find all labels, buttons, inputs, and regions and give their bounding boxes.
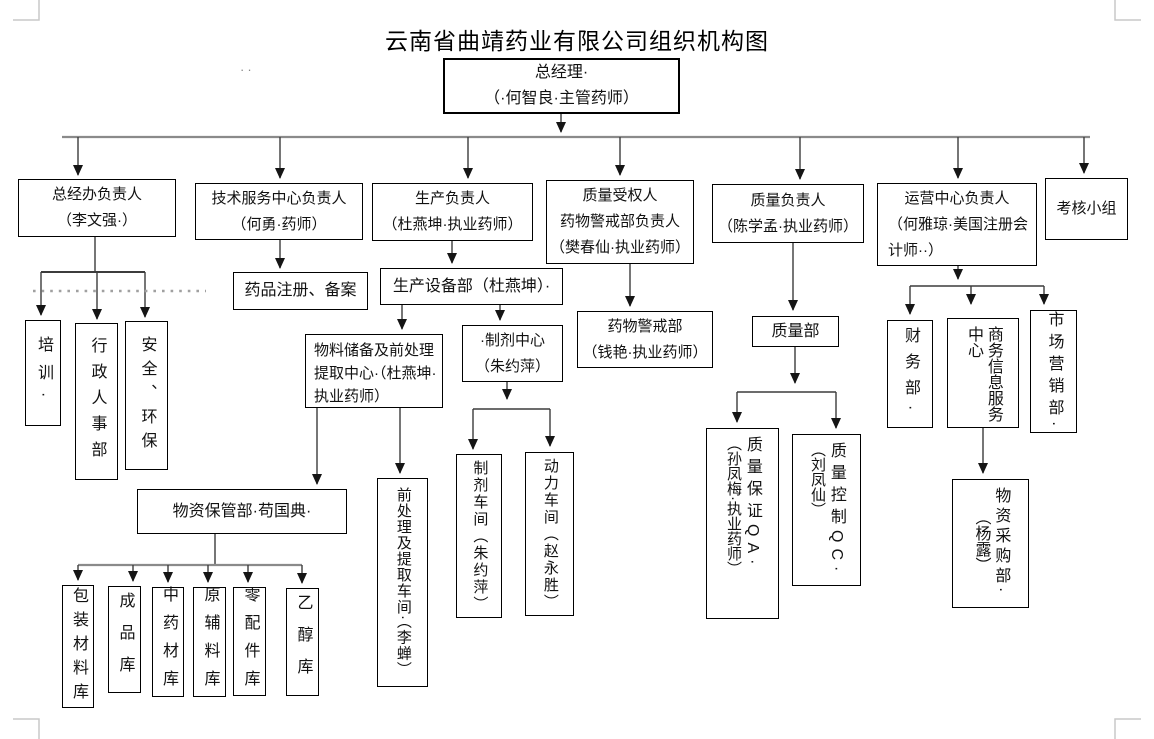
box-production-equipment-dept-label: 生产设备部（杜燕坤）· — [392, 277, 551, 295]
box-operations-head: 运营中心负责人 （何雅琼·美国注册会 计师··） — [877, 183, 1037, 266]
box-drug-registration: 药品注册、备案 — [233, 272, 368, 310]
box-material-custody-dept: 物资保管部·苟国典· — [137, 489, 347, 534]
box-quality-authorized-person: 质量受权人 药物警戒部负责人 （樊春仙·执业药师） — [546, 180, 694, 264]
box-assessment-team-label: 考核小组 — [1056, 200, 1117, 217]
box-qc-person: （刘凤仙） — [808, 442, 826, 517]
box-quality-dept-label: 质量部 — [771, 322, 820, 340]
box-preparation-workshop-label: 制剂车间（朱约萍） — [471, 459, 489, 613]
box-admin-hr-dept: 行政人事部 — [75, 323, 118, 480]
box-admin-office-head-person: （李文强·） — [57, 212, 137, 229]
box-safety-environment: 安全、环保 — [125, 321, 168, 470]
box-training: 培训· — [25, 320, 61, 426]
box-quality-authorized-title: 质量受权人 — [582, 187, 658, 204]
box-material-purchasing-dept: 物资采购部· （杨露） — [952, 479, 1029, 608]
box-qa: 质量保证QA· （孙凤梅·执业药师） — [706, 428, 779, 619]
box-finished-goods-warehouse: 成品库 — [108, 586, 141, 693]
box-tech-service-head: 技术服务中心负责人 （何勇·药师） — [195, 183, 363, 240]
box-qa-person: （孙凤梅·执业药师） — [724, 436, 742, 576]
decor-dots: ·· — [240, 62, 255, 77]
box-finance-dept: 财务部· — [887, 320, 933, 428]
box-material-storage-pretreatment-center: 物料储备及前处理 提取中心·（杜燕坤· 执业药师） — [305, 334, 443, 408]
box-quality-authorized-person-name: （樊春仙·执业药师） — [550, 239, 690, 256]
box-tech-service-head-title: 技术服务中心负责人 — [211, 189, 347, 207]
box-material-purchasing-dept-person: （杨露） — [972, 509, 990, 573]
box-operations-head-title: 运营中心负责人 — [904, 189, 1010, 207]
box-quality-authorized-subtitle: 药物警戒部负责人 — [559, 213, 680, 230]
box-chinese-herbs-warehouse-label: 中药材库 — [159, 586, 177, 698]
box-quality-head-person: （陈学孟·执业药师） — [718, 217, 858, 235]
box-material-purchasing-dept-title: 物资采购部· — [992, 487, 1010, 597]
box-preparation-center: ·制剂中心 （朱约萍） — [462, 325, 563, 382]
box-finished-goods-warehouse-label: 成品库 — [116, 591, 134, 688]
box-general-manager: 总经理· （·何智良·主管药师） — [443, 58, 680, 114]
box-material-storage-line1: 物料储备及前处理 — [314, 342, 435, 359]
box-pharmacovigilance-dept-person: （钱艳·执业药师） — [582, 343, 708, 361]
box-safety-environment-label: 安全、环保 — [138, 335, 156, 456]
box-tech-service-head-person: （何勇·药师） — [231, 215, 327, 233]
box-power-workshop: 动力车间（赵永胜） — [525, 452, 574, 616]
box-pretreatment-extraction-workshop: 前处理及提取车间·（李蝉） — [377, 478, 428, 687]
box-pharmacovigilance-dept: 药物警戒部 （钱艳·执业药师） — [577, 311, 713, 368]
box-production-head: 生产负责人 （杜燕坤·执业药师） — [372, 183, 533, 241]
box-drug-registration-label: 药品注册、备案 — [244, 282, 357, 299]
box-quality-head: 质量负责人 （陈学孟·执业药师） — [712, 184, 864, 243]
box-operations-head-person2: 计师··） — [888, 241, 943, 259]
box-production-head-person: （杜燕坤·执业药师） — [382, 216, 523, 233]
box-admin-office-head-title: 总经办负责人 — [51, 186, 142, 203]
box-business-info-service-title2: 中心 — [965, 326, 982, 358]
box-general-manager-person: （·何智良·主管药师） — [484, 90, 639, 107]
box-training-label: 培训· — [34, 336, 52, 410]
box-material-custody-dept-label: 物资保管部·苟国典· — [172, 502, 312, 520]
org-chart-title: 云南省曲靖药业有限公司组织机构图 — [385, 28, 769, 54]
box-quality-dept: 质量部 — [752, 316, 839, 347]
box-pretreatment-extraction-workshop-label: 前处理及提取车间·（李蝉） — [394, 487, 412, 678]
box-pharmacovigilance-dept-title: 药物警戒部 — [607, 317, 683, 335]
box-production-equipment-dept: 生产设备部（杜燕坤）· — [380, 268, 563, 305]
box-chinese-herbs-warehouse: 中药材库 — [152, 586, 184, 698]
box-raw-auxiliary-warehouse: 原辅料库 — [193, 586, 226, 698]
box-preparation-workshop: 制剂车间（朱约萍） — [456, 454, 502, 618]
box-assessment-team: 考核小组 — [1045, 178, 1128, 240]
box-preparation-center-title: ·制剂中心 — [480, 331, 545, 349]
box-packaging-material-warehouse: 包装材料库 — [62, 585, 94, 708]
box-ethanol-warehouse: 乙醇库 — [286, 588, 319, 696]
box-qa-title: 质量保证QA· — [743, 436, 761, 571]
box-marketing-dept: 市场营销部· — [1030, 310, 1077, 433]
box-finance-dept-label: 财务部· — [901, 327, 919, 421]
box-raw-auxiliary-warehouse-label: 原辅料库 — [201, 586, 219, 698]
box-spare-parts-warehouse: 零配件库 — [233, 585, 266, 698]
box-quality-head-title: 质量负责人 — [750, 191, 826, 209]
box-admin-hr-dept-label: 行政人事部 — [88, 336, 106, 467]
box-business-info-service-center: 商务信息服务 中心 — [947, 318, 1019, 428]
box-business-info-service-title: 商务信息服务 — [984, 326, 1002, 422]
box-marketing-dept-label: 市场营销部· — [1045, 310, 1063, 433]
box-ethanol-warehouse-label: 乙醇库 — [294, 594, 312, 690]
box-preparation-center-person: （朱约萍） — [474, 357, 550, 375]
box-qc-title: 质量控制QC· — [827, 442, 845, 578]
box-packaging-material-warehouse-label: 包装材料库 — [69, 586, 87, 707]
box-spare-parts-warehouse-label: 零配件库 — [241, 585, 259, 698]
box-qc: 质量控制QC· （刘凤仙） — [792, 434, 861, 586]
box-power-workshop-label: 动力车间（赵永胜） — [541, 457, 559, 611]
box-operations-head-person: （何雅琼·美国注册会 — [888, 215, 1028, 233]
box-general-manager-title: 总经理· — [534, 64, 589, 81]
box-admin-office-head: 总经办负责人 （李文强·） — [18, 179, 176, 237]
box-production-head-title: 生产负责人 — [414, 190, 490, 207]
box-material-storage-line3: 执业药师） — [314, 388, 390, 405]
box-material-storage-line2: 提取中心·（杜燕坤· — [314, 365, 437, 382]
